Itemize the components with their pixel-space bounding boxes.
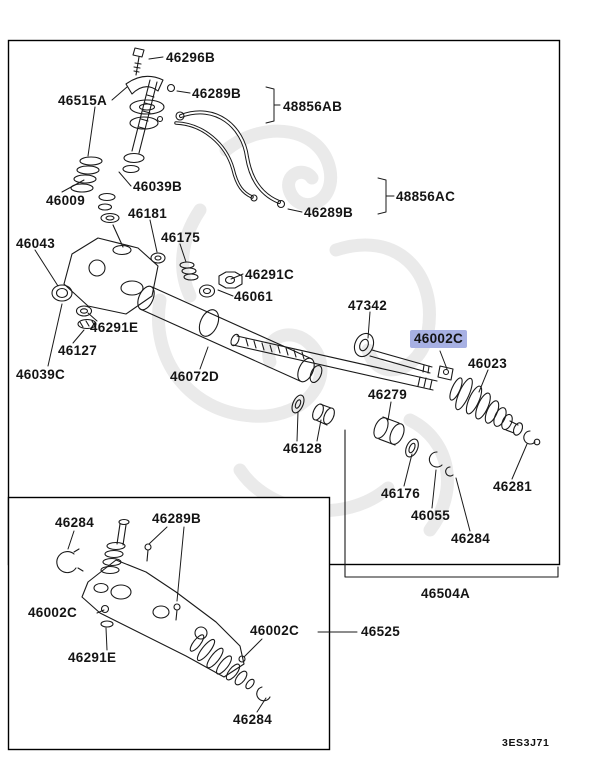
part-label-46284-inset-bottom[interactable]: 46284 xyxy=(233,712,273,727)
rack-bar-art xyxy=(230,333,438,391)
part-label-46181[interactable]: 46181 xyxy=(128,206,168,221)
part-label-46002c-selected[interactable]: 46002C xyxy=(410,330,468,349)
valve-shaft-art xyxy=(70,79,158,248)
part-label-46284-main[interactable]: 46284 xyxy=(451,531,491,546)
part-label-46504a[interactable]: 46504A xyxy=(421,586,471,601)
part-label-46176[interactable]: 46176 xyxy=(381,486,421,501)
pipes-art xyxy=(174,110,286,209)
part-label-46009[interactable]: 46009 xyxy=(46,193,86,208)
part-label-46039b[interactable]: 46039B xyxy=(133,179,183,194)
ring-art xyxy=(405,438,419,458)
inner-tie-rod-art xyxy=(353,332,433,374)
tab-washer-art xyxy=(437,365,454,381)
part-label-46002c-inset-right[interactable]: 46002C xyxy=(250,623,300,638)
part-label-46281[interactable]: 46281 xyxy=(493,479,533,494)
part-label-46291e-inset[interactable]: 46291E xyxy=(68,650,117,665)
part-label-46289b-pipe[interactable]: 46289B xyxy=(304,205,354,220)
part-label-48856ab[interactable]: 48856AB xyxy=(283,99,343,114)
inset-leader-lines xyxy=(67,526,358,713)
part-label-46515a[interactable]: 46515A xyxy=(58,93,108,108)
part-label-46525[interactable]: 46525 xyxy=(361,624,401,639)
part-label-46291c[interactable]: 46291C xyxy=(245,267,295,282)
bolt-46296b-art xyxy=(132,47,145,76)
housing-art xyxy=(63,237,159,315)
part-label-46284-inset-top[interactable]: 46284 xyxy=(55,515,95,530)
boot-art xyxy=(449,377,524,436)
part-label-46002c-inset-left[interactable]: 46002C xyxy=(28,605,78,620)
part-label-46128[interactable]: 46128 xyxy=(283,441,323,456)
part-label-46072d[interactable]: 46072D xyxy=(170,369,220,384)
part-label-46296b[interactable]: 46296B xyxy=(166,50,216,65)
assembly-bracket xyxy=(344,429,559,578)
seal-spring-nut-art xyxy=(150,252,243,298)
leader-lines xyxy=(34,56,528,532)
part-label-46043[interactable]: 46043 xyxy=(16,236,56,251)
part-label-47342[interactable]: 47342 xyxy=(348,298,388,313)
grommets-art xyxy=(51,284,97,330)
part-label-46127[interactable]: 46127 xyxy=(58,343,98,358)
stopper-art xyxy=(291,394,335,426)
main-diagram-art xyxy=(34,47,559,578)
part-label-48856ac[interactable]: 48856AC xyxy=(396,189,456,204)
part-label-46279[interactable]: 46279 xyxy=(368,387,408,402)
clip-art xyxy=(445,466,454,477)
inset-diagram-box xyxy=(7,496,331,751)
clamp-assembly-art xyxy=(125,75,176,130)
part-label-46175[interactable]: 46175 xyxy=(161,230,201,245)
part-label-46039c[interactable]: 46039C xyxy=(16,367,66,382)
bushing-art xyxy=(373,416,405,446)
part-label-46023[interactable]: 46023 xyxy=(468,356,508,371)
part-label-46291e[interactable]: 46291E xyxy=(90,320,139,335)
snap-ring-art xyxy=(428,451,443,468)
end-fittings-art xyxy=(523,430,541,446)
part-label-46061[interactable]: 46061 xyxy=(234,289,274,304)
part-label-46289b-top[interactable]: 46289B xyxy=(192,86,242,101)
part-label-46289b-inset[interactable]: 46289B xyxy=(152,511,202,526)
diagram-code: 3ES3J71 xyxy=(502,737,550,749)
part-label-46055[interactable]: 46055 xyxy=(411,508,451,523)
main-diagram-box xyxy=(7,39,561,566)
inset-diagram-art xyxy=(56,518,358,713)
